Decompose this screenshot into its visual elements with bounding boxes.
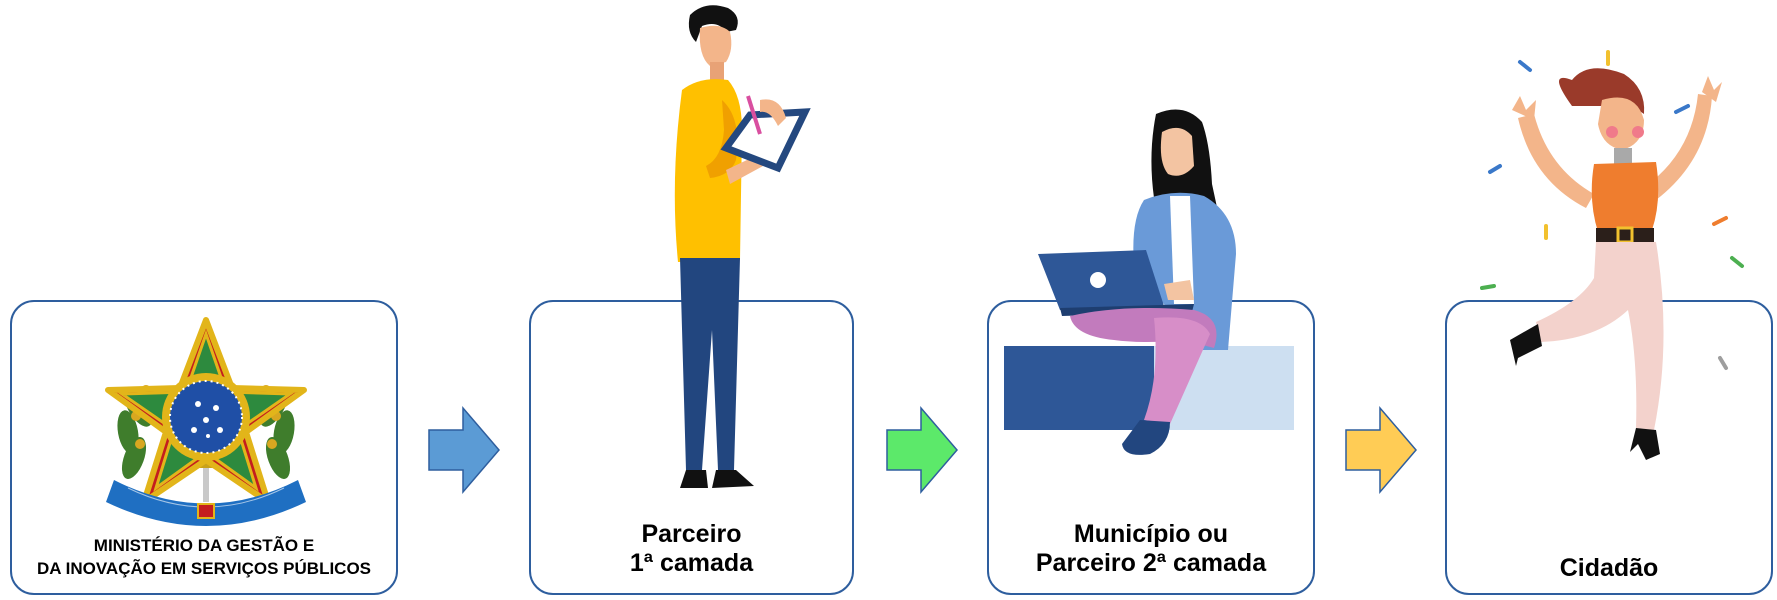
step-label-line: 1ª camada	[629, 549, 754, 577]
step-label-line: Município ou	[1073, 520, 1229, 548]
arrow-shape	[886, 405, 958, 495]
step-label-partner2: Município ou Parceiro 2ª camada	[989, 520, 1313, 578]
step-label-line: Parceiro 2ª camada	[1035, 549, 1267, 577]
woman-with-laptop-illustration	[1004, 109, 1294, 455]
step-label-line: Parceiro	[641, 520, 742, 548]
step-label-line: Cidadão	[1559, 554, 1659, 582]
arrow-shape	[1345, 405, 1417, 495]
celebrating-woman-illustration	[1480, 50, 1744, 460]
flow-arrow-2	[886, 405, 958, 495]
step-label-partner1: Parceiro 1ª camada	[531, 520, 852, 578]
man-with-clipboard-illustration	[674, 5, 811, 488]
step-label-line: DA INOVAÇÃO EM SERVIÇOS PÚBLICOS	[36, 559, 372, 578]
flow-arrow-1	[428, 405, 500, 495]
step-label-line: MINISTÉRIO DA GESTÃO E	[93, 536, 315, 555]
flow-arrow-3	[1345, 405, 1417, 495]
step-label-citizen: Cidadão	[1447, 554, 1771, 583]
step-card-citizen: Cidadão	[1445, 300, 1773, 595]
step-card-ministry: MINISTÉRIO DA GESTÃO E DA INOVAÇÃO EM SE…	[10, 300, 398, 595]
coat-of-arms-emblem	[105, 317, 307, 526]
arrow-shape	[428, 405, 500, 495]
step-label-ministry: MINISTÉRIO DA GESTÃO E DA INOVAÇÃO EM SE…	[12, 534, 396, 580]
